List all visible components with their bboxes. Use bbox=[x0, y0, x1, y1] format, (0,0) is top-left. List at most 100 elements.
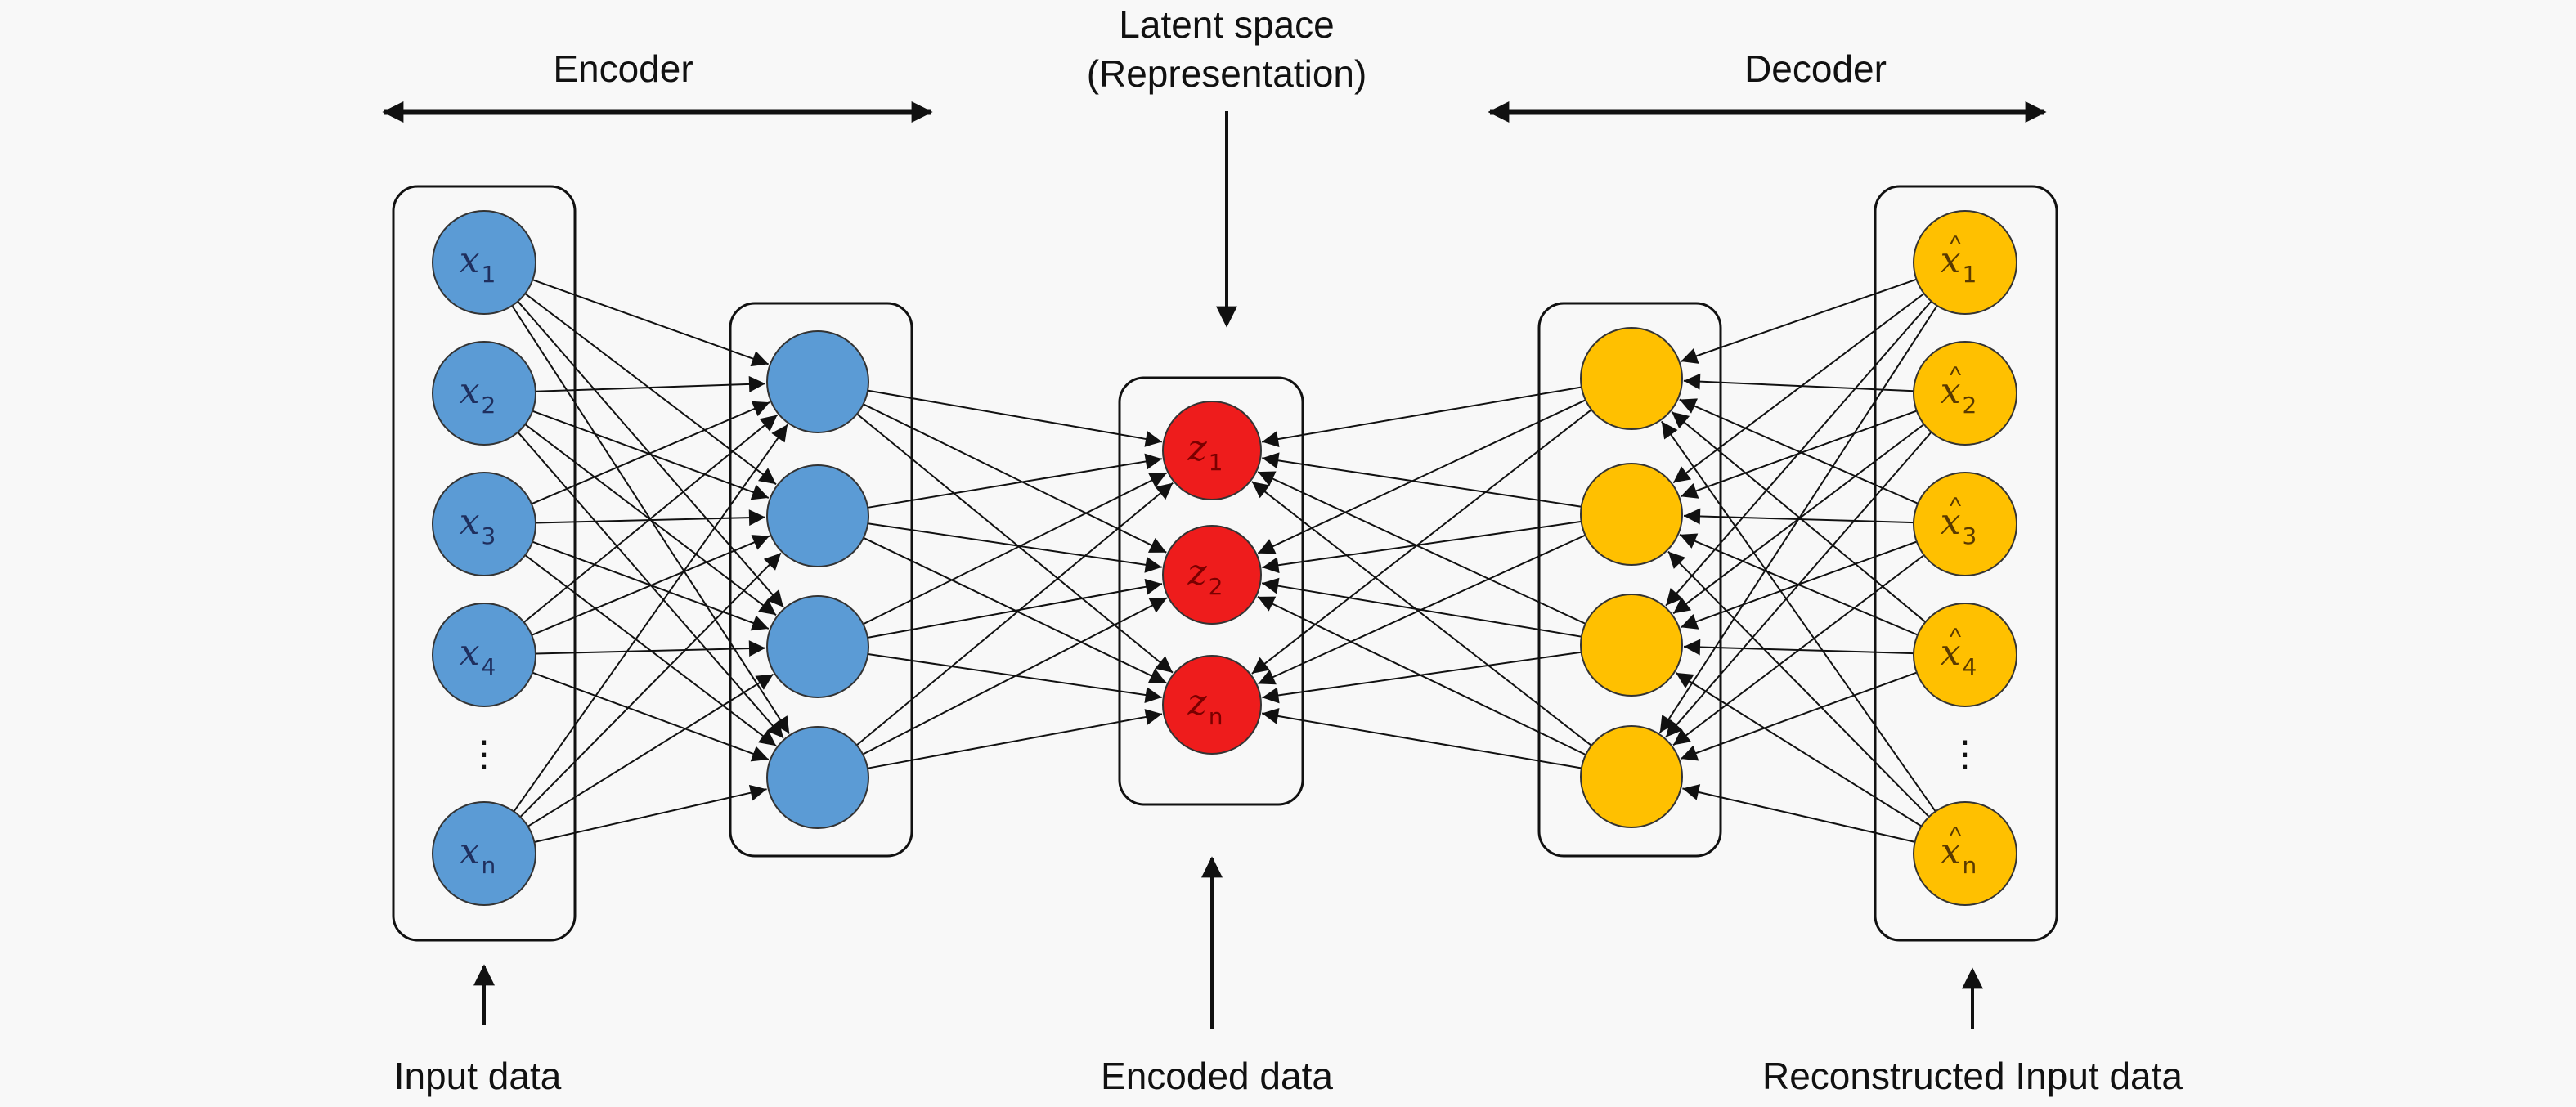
input-node-circle bbox=[432, 472, 536, 576]
edge-input-0-to-enc_hidden-0 bbox=[532, 279, 770, 367]
output-node: xn^ bbox=[1913, 801, 2017, 906]
edge-enc_hidden-0-to-latent-1 bbox=[863, 403, 1167, 554]
latent-node: z1 bbox=[1162, 401, 1262, 500]
output-node-label: x3 bbox=[1941, 501, 1977, 549]
edge-input-3-to-enc_hidden-0 bbox=[523, 414, 779, 623]
output-node: x3^ bbox=[1913, 472, 2017, 576]
output-node-label: x1 bbox=[1941, 240, 1977, 288]
output-node-label: x2 bbox=[1941, 370, 1977, 419]
edge-output-4-to-dec_hidden-3 bbox=[1682, 784, 1915, 843]
edge-output-3-to-dec_hidden-0 bbox=[1671, 411, 1927, 623]
output-node-hat: ^ bbox=[1950, 493, 1961, 520]
edge-input-3-to-enc_hidden-3 bbox=[532, 671, 770, 762]
input-node-circle bbox=[432, 210, 536, 315]
enc_hidden-node-circle bbox=[766, 330, 869, 433]
edge-output-4-to-dec_hidden-0 bbox=[1660, 420, 1936, 812]
input-node-label: xn bbox=[460, 831, 496, 879]
output-node: x2^ bbox=[1913, 341, 2017, 446]
edge-input-4-to-enc_hidden-0 bbox=[513, 424, 788, 813]
edge-output-3-to-dec_hidden-3 bbox=[1680, 671, 1918, 761]
latent-node: z2 bbox=[1162, 525, 1262, 625]
edge-enc_hidden-2-to-latent-0 bbox=[863, 472, 1167, 625]
edge-enc_hidden-0-to-latent-0 bbox=[867, 389, 1163, 447]
input-node-label: x1 bbox=[460, 240, 496, 288]
output-ellipsis: ⋮ bbox=[1947, 734, 1983, 774]
latent-space-label-line2: (Representation) bbox=[1087, 52, 1367, 95]
latent-space-label-line1: Latent space bbox=[1119, 3, 1334, 46]
enc_hidden-node bbox=[766, 726, 869, 829]
edge-dec_hidden-1-to-latent-1 bbox=[1262, 520, 1582, 574]
input-data-label: Input data bbox=[394, 1055, 562, 1097]
latent-node-label: z1 bbox=[1187, 428, 1223, 476]
edge-output-1-to-dec_hidden-0 bbox=[1683, 373, 1914, 392]
edge-dec_hidden-3-to-latent-2 bbox=[1261, 708, 1582, 769]
edge-input-4-to-enc_hidden-2 bbox=[527, 673, 774, 827]
edge-enc_hidden-3-to-latent-1 bbox=[862, 597, 1168, 755]
dec_hidden-node-circle bbox=[1580, 725, 1683, 828]
edge-enc_hidden-3-to-latent-2 bbox=[867, 709, 1163, 769]
input-node-circle bbox=[432, 341, 536, 446]
edge-output-4-to-dec_hidden-1 bbox=[1667, 550, 1930, 818]
dec_hidden-node-circle bbox=[1580, 327, 1683, 430]
output-node: x1^ bbox=[1913, 210, 2017, 315]
enc_hidden-node-circle bbox=[766, 726, 869, 829]
reconstructed-data-label: Reconstructed Input data bbox=[1762, 1055, 2183, 1097]
edge-dec_hidden-0-to-latent-1 bbox=[1257, 399, 1586, 554]
edge-input-2-to-enc_hidden-1 bbox=[535, 509, 766, 527]
latent-node: zn bbox=[1162, 655, 1262, 755]
input-node: x4 bbox=[432, 603, 536, 707]
edge-input-3-to-enc_hidden-1 bbox=[531, 535, 770, 636]
edge-input-4-to-enc_hidden-1 bbox=[519, 552, 782, 818]
output-node-hat: ^ bbox=[1950, 362, 1961, 389]
edge-enc_hidden-1-to-latent-0 bbox=[868, 453, 1162, 509]
output-node: x4^ bbox=[1913, 603, 2017, 707]
edge-output-0-to-dec_hidden-1 bbox=[1672, 293, 1925, 484]
latent-node-label: z2 bbox=[1187, 552, 1223, 600]
decoder-label: Decoder bbox=[1744, 47, 1887, 90]
input-ellipsis: ⋮ bbox=[466, 734, 502, 774]
edge-dec_hidden-2-to-latent-0 bbox=[1257, 471, 1586, 625]
edge-output-4-to-dec_hidden-2 bbox=[1675, 672, 1923, 827]
input-node-circle bbox=[432, 801, 536, 906]
edge-output-2-to-dec_hidden-1 bbox=[1683, 508, 1914, 525]
input-node-label: x4 bbox=[460, 632, 496, 680]
edge-output-2-to-dec_hidden-0 bbox=[1679, 398, 1919, 504]
output-node-circle bbox=[1913, 801, 2017, 906]
dec_hidden-node bbox=[1580, 725, 1683, 828]
edge-dec_hidden-3-to-latent-1 bbox=[1257, 595, 1586, 756]
enc_hidden-node bbox=[766, 464, 869, 567]
edge-enc_hidden-2-to-latent-1 bbox=[867, 578, 1163, 639]
edge-enc_hidden-0-to-latent-2 bbox=[856, 413, 1174, 674]
input-node-label: x2 bbox=[460, 370, 496, 419]
edge-output-3-to-dec_hidden-1 bbox=[1679, 533, 1919, 636]
edge-dec_hidden-3-to-latent-0 bbox=[1251, 481, 1592, 746]
edge-input-1-to-enc_hidden-1 bbox=[532, 410, 770, 500]
edge-input-1-to-enc_hidden-0 bbox=[535, 375, 766, 392]
output-node-hat: ^ bbox=[1950, 624, 1961, 651]
latent-node-label: zn bbox=[1187, 682, 1223, 730]
output-node-circle bbox=[1913, 341, 2017, 446]
edge-enc_hidden-3-to-latent-0 bbox=[856, 482, 1174, 746]
enc_hidden-node bbox=[766, 330, 869, 433]
edge-input-0-to-enc_hidden-1 bbox=[524, 293, 777, 486]
input-node-circle bbox=[432, 603, 536, 707]
output-node-label: x4 bbox=[1941, 632, 1977, 680]
output-layer-box bbox=[1874, 185, 2058, 942]
input-node: x2 bbox=[432, 341, 536, 446]
latent-node-circle bbox=[1162, 525, 1262, 625]
edge-input-3-to-enc_hidden-2 bbox=[535, 640, 766, 657]
dec_hidden-node bbox=[1580, 327, 1683, 430]
dec_hidden-node-circle bbox=[1580, 594, 1683, 697]
output-node-circle bbox=[1913, 472, 2017, 576]
edge-dec_hidden-2-to-latent-1 bbox=[1261, 577, 1582, 638]
latent-node-circle bbox=[1162, 655, 1262, 755]
edge-dec_hidden-0-to-latent-2 bbox=[1251, 409, 1592, 675]
edge-output-3-to-dec_hidden-2 bbox=[1683, 639, 1914, 656]
enc_hidden-node-circle bbox=[766, 595, 869, 698]
input-layer-box bbox=[392, 185, 577, 942]
output-node-label: xn bbox=[1941, 831, 1977, 879]
output-node-circle bbox=[1913, 210, 2017, 315]
edge-input-2-to-enc_hidden-0 bbox=[531, 401, 770, 505]
